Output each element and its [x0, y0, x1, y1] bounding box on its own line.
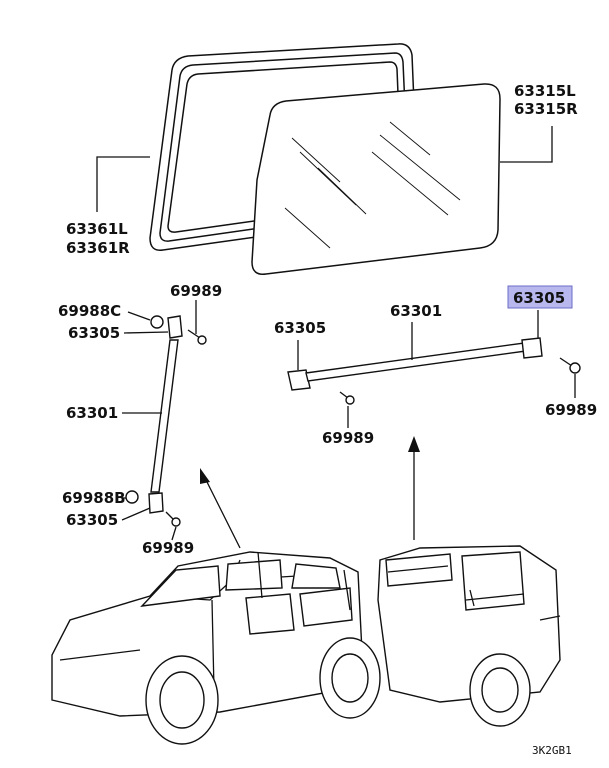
- screw-label-right: 69989: [545, 401, 597, 419]
- glass-panel: [251, 83, 501, 275]
- weatherstrip-label-right: 63361R: [66, 239, 130, 257]
- arrow-head-left: [200, 468, 210, 484]
- vehicle-right-view: [377, 545, 561, 727]
- holder-label-mid: 63305: [274, 319, 326, 337]
- holder-label-highlighted[interactable]: 63305: [513, 289, 565, 307]
- screw-right: [569, 362, 581, 374]
- holder-label-top-left: 63305: [68, 324, 120, 342]
- glass-panel-label-right: 63315R: [514, 100, 578, 118]
- holder-bottom: [148, 492, 164, 514]
- cap-bottom: [125, 490, 139, 504]
- screw-mid: [345, 395, 355, 405]
- diagram-code: 3K2GB1: [532, 744, 572, 757]
- vertical-rod-assembly: [125, 315, 207, 527]
- screw-label-bottom-left: 69989: [142, 539, 194, 557]
- vehicle-left-view: [51, 551, 381, 745]
- bottom-cap-label: 69988B: [62, 489, 126, 507]
- top-cap-label: 69988C: [58, 302, 121, 320]
- holder-top: [167, 315, 183, 339]
- rod-label-right: 63301: [390, 302, 442, 320]
- rod-label-left: 63301: [66, 404, 118, 422]
- assembly-arrows: [200, 436, 420, 549]
- cap-top: [150, 315, 164, 329]
- screw-label-mid: 69989: [322, 429, 374, 447]
- vertical-rod: [150, 339, 179, 493]
- arrow-head-right: [408, 436, 420, 452]
- screw-bottom: [171, 517, 181, 527]
- horizontal-rod-assembly: [287, 337, 581, 405]
- highlight-box: [507, 285, 573, 309]
- glass-panel-label-left: 63315L: [514, 82, 576, 100]
- holder-label-bottom-left: 63305: [66, 511, 118, 529]
- horizontal-rod: [305, 342, 527, 382]
- weatherstrip-label-left: 63361L: [66, 220, 128, 238]
- screw-top: [197, 335, 207, 345]
- screw-label-top-left: 69989: [170, 282, 222, 300]
- holder-right: [521, 337, 543, 359]
- holder-left: [287, 369, 311, 391]
